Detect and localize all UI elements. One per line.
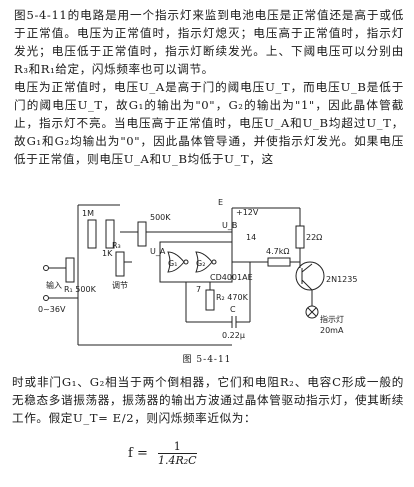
label-c: C [230,305,236,314]
label-r2: R₂ 470K [216,293,249,302]
label-r1: R₁ 500K [64,285,97,294]
formula-denominator: 1.4R₂C [157,454,197,467]
label-22ohm: 22Ω [306,233,322,242]
resistor-input [65,257,75,283]
label-ua: U_A [150,247,166,256]
formula-numerator: 1 [157,440,197,454]
label-lamp-current: 20mA [320,326,344,335]
label-input: 输入 [46,280,62,290]
label-ic: CD4001AE [210,273,253,282]
label-pin7: 7 [196,285,201,294]
resistor-22ohm [295,225,305,249]
label-pin14: 14 [246,233,256,242]
label-e: E [218,198,223,207]
resistor-1k [105,219,115,249]
gate-g1 [167,251,185,273]
label-supply: +12V [236,208,259,217]
resistor-4k7 [267,257,291,267]
label-transistor: 2N1235 [326,275,357,284]
formula-fraction: 1 1.4R₂C [157,440,197,467]
transistor-2n1235 [295,261,325,291]
label-lamp: 指示灯 [320,314,344,324]
figure-caption: 图 5-4-11 [182,355,232,365]
frequency-formula: f = 1 1.4R₂C [128,440,197,467]
paragraph-oscillator: 时或非门G₁、G₂相当于两个倒相器，它们和电阻R₂、电容C形成一般的无稳态多谐振… [12,375,404,425]
label-g1: G₁ [168,259,177,268]
gate-g2 [195,251,213,273]
label-g2: G₂ [196,259,205,268]
label-cap-value: 0.22μ [222,331,245,340]
paragraph-normal-operation: 电压为正常值时，电压U_A是高于门的阈电压U_T，而电压U_B是低于门的阈电压U… [14,80,404,166]
label-4k7: 4.7kΩ [266,247,289,256]
label-1k: 1K [102,249,113,258]
label-1m: 1M [82,209,94,218]
paragraph-intro: 图5-4-11的电路是用一个指示灯来监到电池电压是正常值还是高于或低于正常值。电… [14,8,404,76]
indicator-lamp [305,305,319,319]
formula-lhs: f = [128,446,148,461]
label-ub: U_B [222,221,237,230]
label-adjust: 调节 [112,281,128,290]
label-r3: R₃ [112,241,121,250]
label-500k: 500K [150,213,171,222]
resistor-r2 [205,289,215,311]
resistor-1m [87,219,97,249]
r3-potentiometer [115,251,125,277]
label-range: 0~36V [38,305,66,314]
